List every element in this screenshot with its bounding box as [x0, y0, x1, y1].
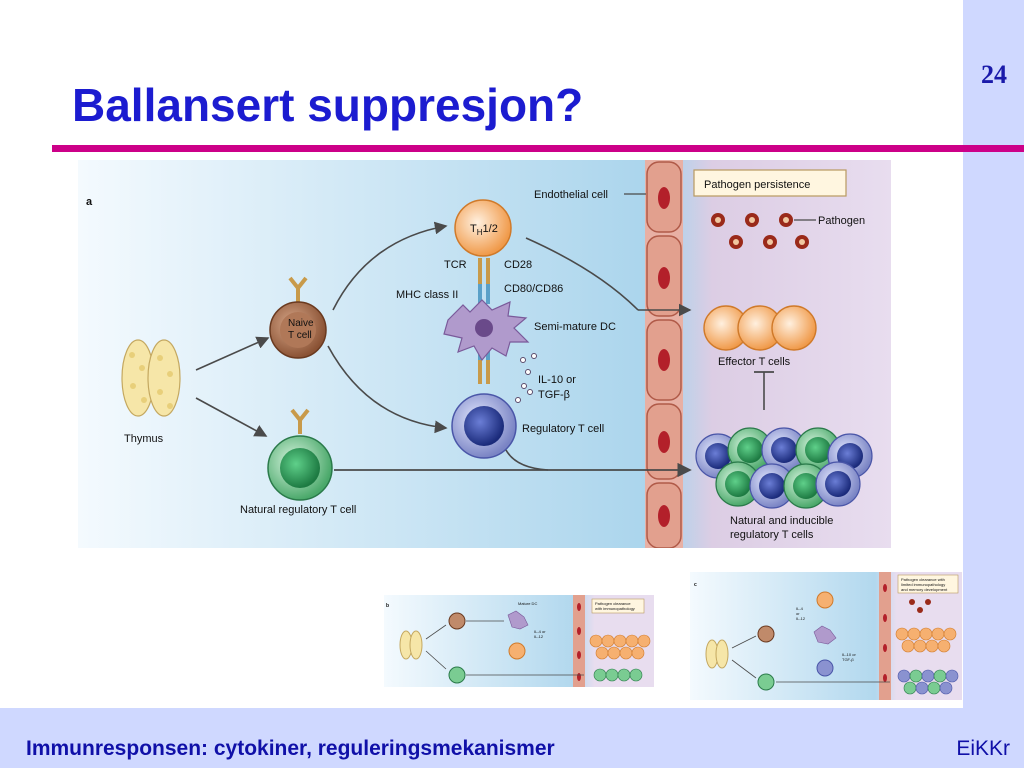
footer-course-title: Immunresponsen: cytokiner, reguleringsme… — [26, 737, 555, 760]
il4-c-line2: or — [796, 611, 800, 616]
naive-label-line1: Naive — [288, 318, 314, 329]
endothelial-label: Endothelial cell — [534, 189, 608, 201]
mature-dc-b — [507, 610, 529, 630]
tcr-label: TCR — [444, 259, 467, 271]
pathogen-persistence-box — [693, 169, 847, 197]
footer-author: EiKKr — [956, 737, 1010, 760]
il4-c-line1: IL-4 — [796, 606, 804, 611]
bottom-band — [0, 708, 1024, 768]
box-b-line1: Pathogen clearance — [595, 601, 631, 606]
il10-label-line1: IL-10 or — [538, 374, 576, 386]
natural-inducible-line2: regulatory T cells — [730, 529, 814, 541]
box-b-line2: with immunopathology — [595, 606, 635, 611]
th-label: TH1/2 — [470, 223, 498, 237]
semi-dc-label: Semi-mature DC — [534, 321, 616, 333]
natural-inducible-line1: Natural and inducible — [730, 515, 833, 527]
panel-c-label: c — [694, 582, 697, 588]
box-c-line1: Pathogen clearance with — [901, 577, 945, 582]
mature-dc-label: Mature DC — [518, 601, 537, 606]
il4-c-line3: IL-12 — [796, 616, 806, 621]
panel-b-label: b — [386, 603, 389, 609]
dc-c — [813, 625, 837, 645]
mhc-label: MHC class II — [396, 289, 458, 301]
thymus-icon — [121, 339, 181, 417]
pathogen-label: Pathogen — [818, 215, 865, 227]
slide-title: Ballansert suppresjon? — [72, 79, 584, 131]
il10-c-line1: IL-10 or — [842, 652, 856, 657]
cd28-label: CD28 — [504, 259, 532, 271]
effector-t-cells — [703, 305, 817, 351]
cd80-label: CD80/CD86 — [504, 283, 563, 295]
reg-t-label: Regulatory T cell — [522, 423, 604, 435]
naive-label-line2: T cell — [288, 330, 312, 341]
pathogen-persistence-label: Pathogen persistence — [704, 179, 810, 191]
thymus-label: Thymus — [124, 433, 164, 445]
page-number: 24 — [981, 60, 1007, 89]
natural-regulatory-t-cell — [267, 408, 333, 501]
figure-b: b Mature DC IL-4 or IL-12 Pathogen clear… — [384, 595, 654, 687]
regulatory-t-cell-cluster — [695, 427, 873, 509]
title-rule — [52, 145, 1024, 152]
figure-a: a Thymus Naive T cell Natural regulatory… — [78, 160, 891, 548]
right-band — [963, 0, 1024, 768]
effector-label: Effector T cells — [718, 356, 791, 368]
il4-b-line1: IL-4 or — [534, 629, 546, 634]
panel-a-label: a — [86, 196, 93, 208]
natural-regulatory-label: Natural regulatory T cell — [240, 504, 356, 516]
th-cell — [454, 199, 512, 257]
naive-t-cell — [269, 276, 327, 359]
box-c-line3: and memory development — [901, 587, 948, 592]
il10-c-line2: TGF-β — [842, 657, 854, 662]
il10-label-line2: TGF-β — [538, 389, 570, 401]
il4-b-line2: IL-12 — [534, 634, 544, 639]
figure-c: c IL-4 or IL-12 IL-10 or TGF-β Pathogen … — [690, 572, 962, 700]
box-c-line2: limited immunopathology — [901, 582, 945, 587]
